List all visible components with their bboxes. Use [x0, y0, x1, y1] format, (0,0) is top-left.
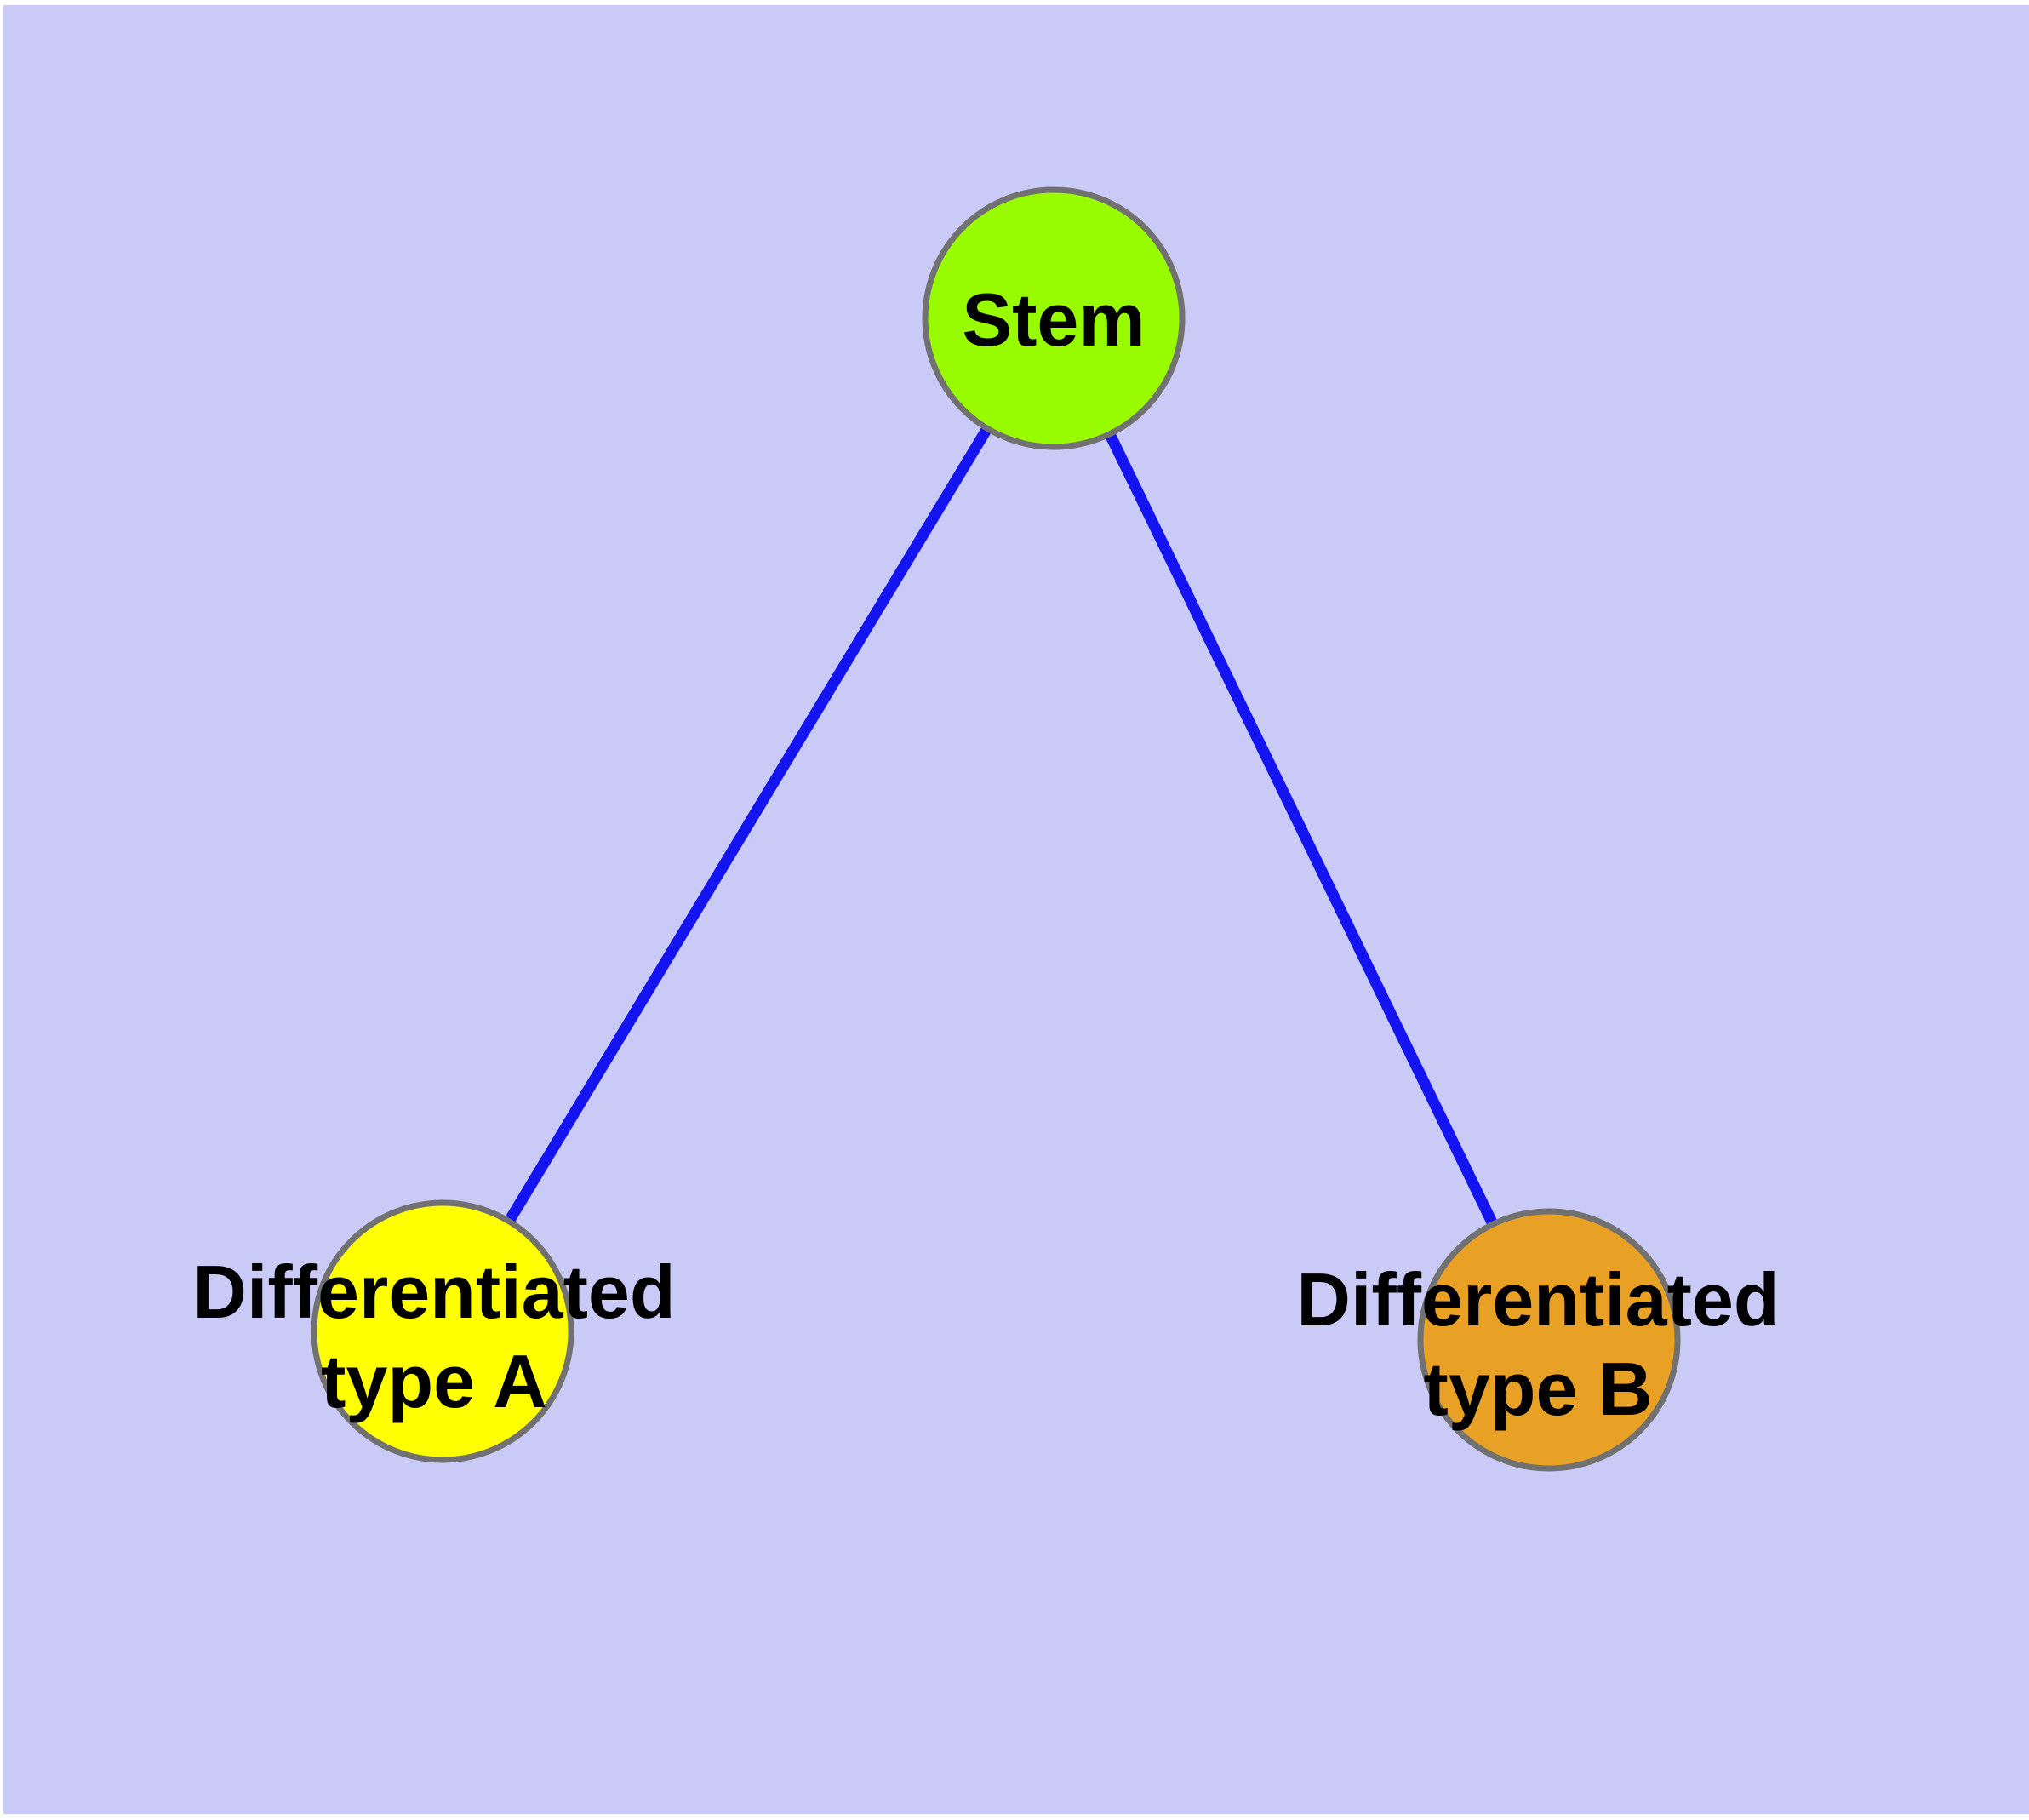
type-b-node[interactable]: [1417, 1208, 1681, 1472]
stem-node[interactable]: [922, 186, 1186, 450]
type-b-label-line2: type B: [1424, 1347, 1653, 1431]
type-b-label-line1: Differentiated: [1296, 1257, 1779, 1342]
type-a-label-line2: type A: [321, 1339, 547, 1423]
type-a-label-line1: Differentiated: [192, 1250, 675, 1334]
stem-node-label: Stem: [962, 278, 1145, 362]
edge-stem-to-type-b[interactable]: [1049, 316, 1554, 1342]
edge-stem-to-type-a[interactable]: [437, 315, 1059, 1335]
type-a-node[interactable]: [311, 1199, 574, 1463]
